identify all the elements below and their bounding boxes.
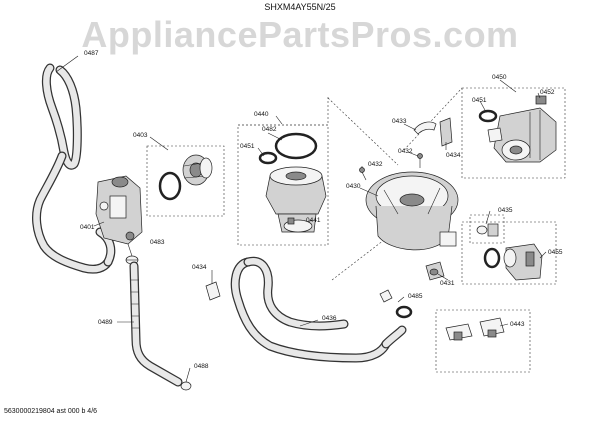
callout-0434-left: 0434 <box>192 264 207 271</box>
part-bracket-0433 <box>413 117 453 147</box>
callout-0432-left: 0432 <box>368 161 383 168</box>
part-screw-0432 <box>359 153 423 181</box>
callout-0436: 0436 <box>322 315 337 322</box>
part-hose-0489 <box>129 261 183 387</box>
group-box-0455 <box>461 221 557 285</box>
part-latch-0443 <box>445 317 505 341</box>
part-clamp-0488 <box>180 381 192 391</box>
callout-0433: 0433 <box>392 118 407 125</box>
callout-0435: 0435 <box>498 207 513 214</box>
group-box-0403 <box>146 145 225 217</box>
callout-0450: 0450 <box>492 74 507 81</box>
callout-labels: 0487 0403 0401 0483 0489 0488 0434 0436 … <box>80 50 563 370</box>
callout-0452: 0452 <box>540 89 555 96</box>
callout-0483: 0483 <box>150 239 165 246</box>
group-leader-0440 <box>238 97 329 126</box>
part-hose-0436 <box>230 256 407 363</box>
part-seal-0485 <box>379 289 413 319</box>
part-valve-0401 <box>95 175 143 245</box>
callout-0432-right: 0432 <box>398 148 413 155</box>
callout-0487: 0487 <box>84 50 99 57</box>
part-heater-0440 <box>258 132 327 233</box>
model-number: SHXM4AY55N/25 <box>264 2 336 12</box>
callout-0485: 0485 <box>408 293 423 300</box>
callout-0441: 0441 <box>306 217 321 224</box>
callout-0482: 0482 <box>262 126 277 133</box>
leader-lines <box>55 55 547 383</box>
watermark: AppliancePartsPros.com <box>81 14 519 55</box>
part-sump-0430 <box>365 171 459 251</box>
callout-0440: 0440 <box>254 111 269 118</box>
callout-0489: 0489 <box>98 319 113 326</box>
part-bracket-0434-left <box>205 281 221 301</box>
group-box-0435 <box>469 214 505 244</box>
part-sensor-0431 <box>425 261 445 281</box>
guide-line-2 <box>331 239 385 281</box>
callout-0443: 0443 <box>510 321 525 328</box>
callout-0434-top: 0434 <box>446 152 461 159</box>
group-box-0450 <box>461 87 566 179</box>
part-hose-0487 <box>32 63 116 274</box>
callout-0401: 0401 <box>80 224 95 231</box>
part-drain-pump-0455 <box>483 243 543 281</box>
callout-0451-left: 0451 <box>240 143 255 150</box>
callout-0403: 0403 <box>133 132 148 139</box>
callout-0488: 0488 <box>194 363 209 370</box>
part-pump-0450 <box>478 95 557 163</box>
callout-0431: 0431 <box>440 280 455 287</box>
guide-line-1 <box>327 97 399 166</box>
callout-0430: 0430 <box>346 183 361 190</box>
part-clip-0435 <box>476 223 499 237</box>
callout-0455: 0455 <box>548 249 563 256</box>
group-box-0443 <box>435 309 531 373</box>
document-id: 5630000219804 ast 000 b 4/6 <box>4 408 98 415</box>
guide-line-3 <box>403 87 463 151</box>
callout-0451-right: 0451 <box>472 97 487 104</box>
part-seal-0403 <box>158 154 213 201</box>
